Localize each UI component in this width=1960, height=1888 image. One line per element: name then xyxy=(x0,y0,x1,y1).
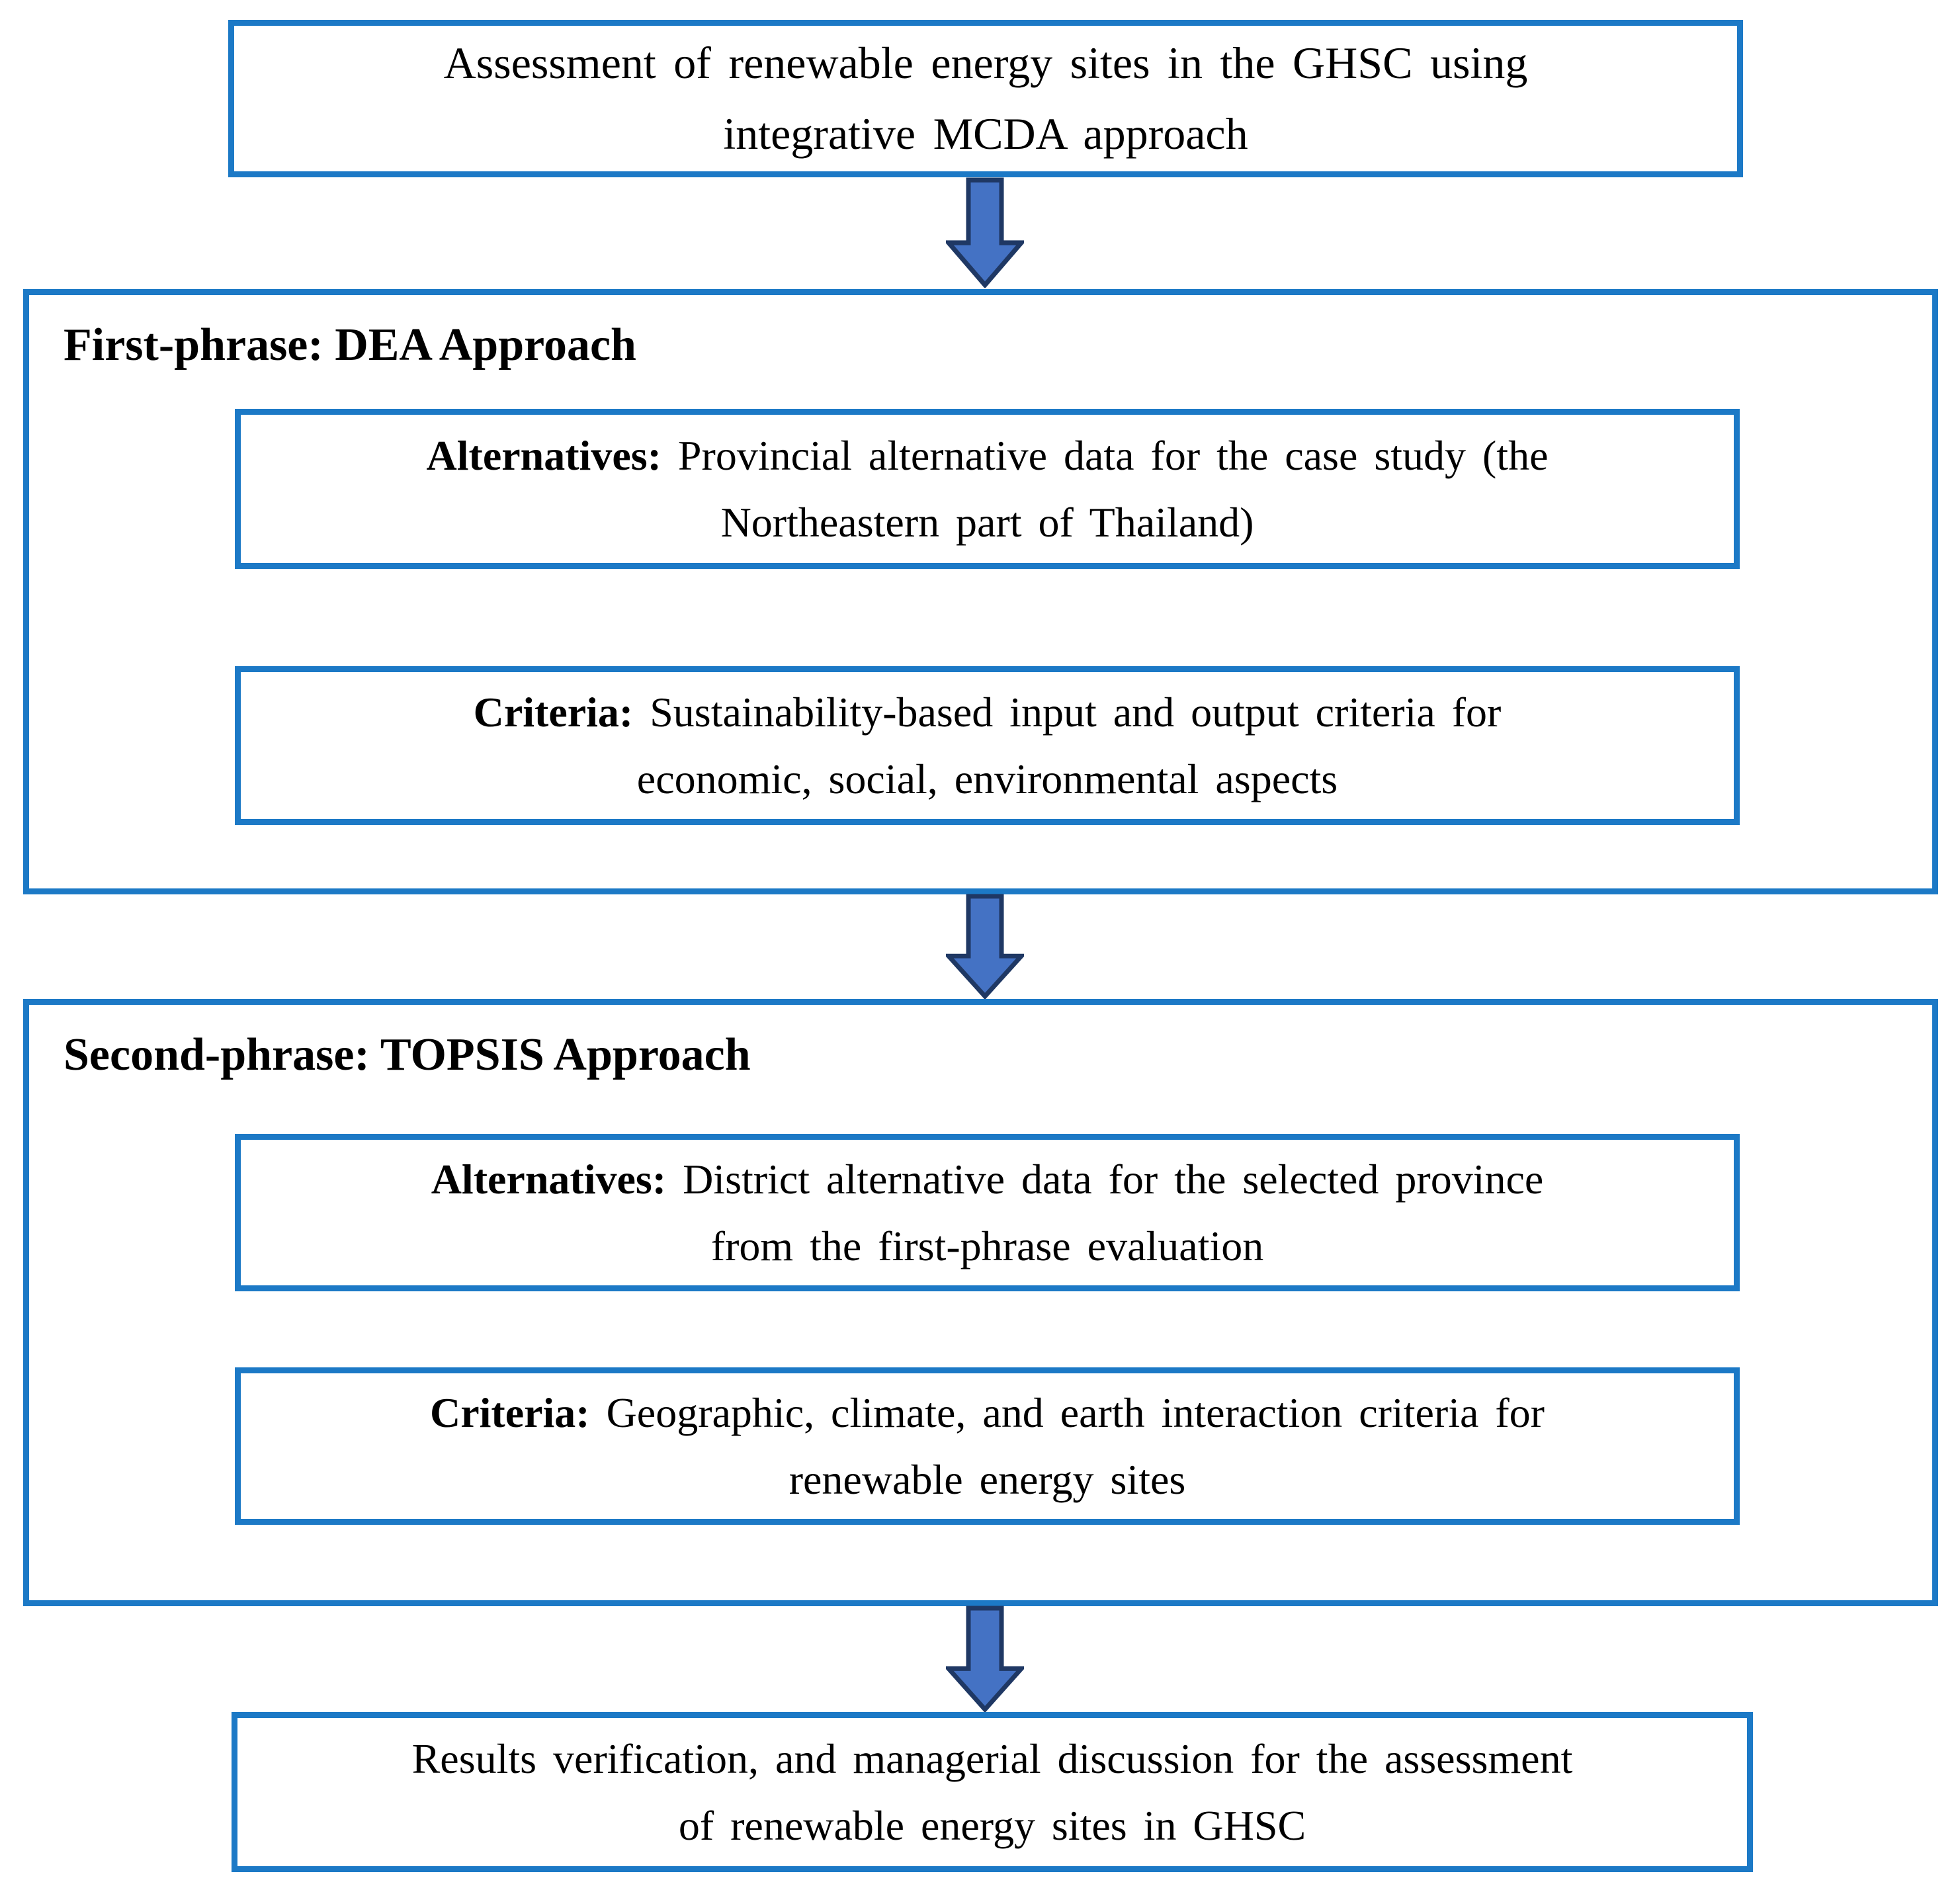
phase2-alternatives-body: District alternative data for the select… xyxy=(683,1155,1544,1269)
phase2-alternatives-box: Alternatives: District alternative data … xyxy=(235,1134,1740,1291)
down-arrow-icon xyxy=(946,894,1024,999)
assessment-title-text: Assessment of renewable energy sites in … xyxy=(443,37,1528,159)
assessment-title-box: Assessment of renewable energy sites in … xyxy=(228,20,1743,177)
results-box: Results verification, and managerial dis… xyxy=(232,1712,1753,1872)
phase2-criteria-label: Criteria: xyxy=(429,1389,590,1436)
phase1-criteria-text: Criteria: Sustainability-based input and… xyxy=(474,679,1502,812)
results-text: Results verification, and managerial dis… xyxy=(411,1735,1573,1849)
phase2-criteria-body: Geographic, climate, and earth interacti… xyxy=(606,1389,1545,1503)
down-arrow-icon xyxy=(946,177,1024,288)
phase1-box: First-phrase: DEA Approach Alternatives:… xyxy=(23,289,1938,894)
down-arrow-icon xyxy=(946,1606,1024,1712)
phase1-alternatives-label: Alternatives: xyxy=(426,431,661,479)
phase2-alternatives-text: Alternatives: District alternative data … xyxy=(431,1146,1544,1279)
phase1-alternatives-box: Alternatives: Provincial alternative dat… xyxy=(235,409,1740,569)
phase2-title: Second-phrase: TOPSIS Approach xyxy=(64,1029,751,1080)
down-arrow-icon xyxy=(946,177,1024,288)
phase2-box: Second-phrase: TOPSIS Approach Alternati… xyxy=(23,999,1938,1606)
phase1-criteria-label: Criteria: xyxy=(473,688,634,736)
phase1-alternatives-body: Provincial alternative data for the case… xyxy=(677,431,1549,546)
phase1-alternatives-text: Alternatives: Provincial alternative dat… xyxy=(427,422,1549,556)
phase2-criteria-box: Criteria: Geographic, climate, and earth… xyxy=(235,1367,1740,1525)
phase1-criteria-box: Criteria: Sustainability-based input and… xyxy=(235,666,1740,825)
phase2-alternatives-label: Alternatives: xyxy=(431,1155,667,1203)
phase1-title: First-phrase: DEA Approach xyxy=(64,320,636,370)
down-arrow-icon xyxy=(946,1606,1024,1712)
phase1-criteria-body: Sustainability-based input and output cr… xyxy=(636,688,1502,802)
down-arrow-icon xyxy=(946,894,1024,999)
phase2-criteria-text: Criteria: Geographic, climate, and earth… xyxy=(430,1379,1545,1513)
